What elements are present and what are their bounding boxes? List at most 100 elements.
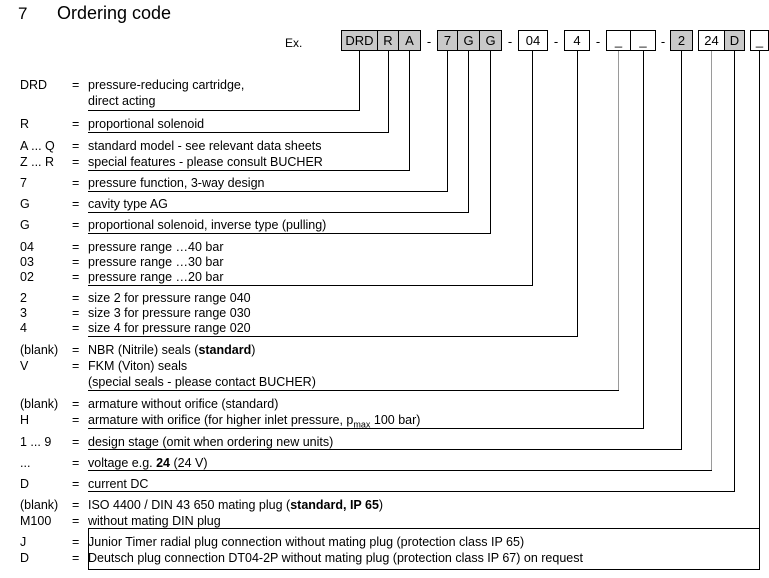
separator-dash-1: - xyxy=(426,34,432,49)
legend-eq: = xyxy=(72,117,80,131)
code-box-drd[interactable]: DRD xyxy=(341,30,378,51)
leader-line-size xyxy=(577,51,578,336)
legend-desc: armature without orifice (standard) xyxy=(88,397,279,411)
rule-orifice xyxy=(88,428,644,429)
legend-desc: armature with orifice (for higher inlet … xyxy=(88,413,420,430)
legend-code: J xyxy=(20,535,27,549)
code-box-d[interactable]: D xyxy=(725,30,745,51)
legend-desc: Junior Timer radial plug connection with… xyxy=(88,535,525,549)
rule-current xyxy=(88,491,735,492)
legend-eq: = xyxy=(72,551,80,565)
leader-line-7 xyxy=(447,51,448,191)
legend-code: M100 xyxy=(20,514,52,528)
leader-line-04 xyxy=(532,51,533,285)
legend-eq: = xyxy=(72,218,80,232)
legend-eq: = xyxy=(72,321,80,335)
separator-dash-3: - xyxy=(553,34,559,49)
legend-desc: design stage (omit when ordering new uni… xyxy=(88,435,334,449)
code-box-plug[interactable]: _ xyxy=(750,30,769,51)
rule-seal xyxy=(88,390,619,391)
example-label: Ex. xyxy=(285,36,303,50)
volt-bold: 24 xyxy=(156,456,171,470)
section-number: 7 xyxy=(18,4,28,23)
code-box-seal[interactable]: _ xyxy=(606,30,631,51)
rule-04 xyxy=(88,285,533,286)
legend-eq: = xyxy=(72,413,80,427)
rule-size xyxy=(88,336,578,337)
legend-code: (blank) xyxy=(20,498,59,512)
leader-line-r xyxy=(388,51,389,132)
legend-code: 03 xyxy=(20,255,34,269)
h-row-pre: armature with orifice (for higher inlet … xyxy=(88,413,354,427)
legend-code: 1 ... 9 xyxy=(20,435,52,449)
separator-dash-2: - xyxy=(507,34,513,49)
legend-desc: without mating DIN plug xyxy=(88,514,221,528)
legend-code: H xyxy=(20,413,30,427)
rule-g2 xyxy=(88,233,491,234)
legend-desc: ISO 4400 / DIN 43 650 mating plug (stand… xyxy=(88,498,383,512)
legend-desc: FKM (Viton) seals xyxy=(88,359,188,373)
legend-eq: = xyxy=(72,197,80,211)
legend-code: A ... Q xyxy=(20,139,55,153)
leader-line-plug xyxy=(759,51,760,528)
code-box-a[interactable]: A xyxy=(399,30,421,51)
nbr-bold: standard xyxy=(198,343,252,357)
legend-desc: cavity type AG xyxy=(88,197,168,211)
legend-eq: = xyxy=(72,176,80,190)
legend-eq: = xyxy=(72,291,80,305)
iso-pre: ISO 4400 / DIN 43 650 mating plug ( xyxy=(88,498,291,512)
code-box-2[interactable]: 2 xyxy=(670,30,693,51)
rule-g1 xyxy=(88,212,469,213)
code-box-24[interactable]: 24 xyxy=(698,30,725,51)
iso-bold: standard, IP 65 xyxy=(290,498,379,512)
legend-eq: = xyxy=(72,535,80,549)
legend-eq: = xyxy=(72,306,80,320)
legend-code: 04 xyxy=(20,240,34,254)
legend-desc: size 3 for pressure range 030 xyxy=(88,306,251,320)
rule-7 xyxy=(88,191,448,192)
code-box-4[interactable]: 4 xyxy=(564,30,590,51)
code-box-orifice[interactable]: _ xyxy=(631,30,656,51)
code-box-04[interactable]: 04 xyxy=(518,30,548,51)
legend-code: V xyxy=(20,359,29,373)
legend-eq: = xyxy=(72,240,80,254)
leader-line-g1 xyxy=(468,51,469,212)
page-title: Ordering code xyxy=(57,3,172,23)
nbr-post: ) xyxy=(251,343,256,357)
legend-code: Z ... R xyxy=(20,155,55,169)
legend-desc: NBR (Nitrile) seals (standard) xyxy=(88,343,255,357)
legend-desc: standard model - see relevant data sheet… xyxy=(88,139,322,153)
leader-line-voltage xyxy=(711,51,712,470)
legend-desc: special features - please consult BUCHER xyxy=(88,155,323,169)
code-box-g2[interactable]: G xyxy=(480,30,502,51)
h-row-sub: max xyxy=(353,419,371,430)
code-box-7[interactable]: 7 xyxy=(437,30,458,51)
legend-desc: size 2 for pressure range 040 xyxy=(88,291,251,305)
legend-desc: pressure range …30 bar xyxy=(88,255,224,269)
iso-post: ) xyxy=(378,498,384,512)
rule-voltage xyxy=(88,470,712,471)
legend-code: 7 xyxy=(20,176,27,190)
leader-line-g2 xyxy=(490,51,491,233)
legend-eq: = xyxy=(72,139,80,153)
legend-eq: = xyxy=(72,435,80,449)
code-box-r[interactable]: R xyxy=(378,30,399,51)
legend-desc: pressure range …40 bar xyxy=(88,240,224,254)
legend-code: 02 xyxy=(20,270,34,284)
legend-desc: direct acting xyxy=(88,94,156,108)
legend-eq: = xyxy=(72,514,80,528)
leader-line-design-stage xyxy=(681,51,682,449)
legend-code: 3 xyxy=(20,306,27,320)
leader-line-plug-lower xyxy=(759,528,760,569)
legend-desc: Deutsch plug connection DT04-2P without … xyxy=(88,551,583,565)
legend-code: D xyxy=(20,477,30,491)
h-row-tail: 100 bar) xyxy=(370,413,421,427)
legend-desc: (special seals - please contact BUCHER) xyxy=(88,375,316,389)
legend-eq: = xyxy=(72,255,80,269)
legend-desc: current DC xyxy=(88,477,149,491)
code-box-g1[interactable]: G xyxy=(458,30,480,51)
legend-desc: proportional solenoid, inverse type (pul… xyxy=(88,218,327,232)
legend-code: 4 xyxy=(20,321,27,335)
legend-desc: proportional solenoid xyxy=(88,117,205,131)
